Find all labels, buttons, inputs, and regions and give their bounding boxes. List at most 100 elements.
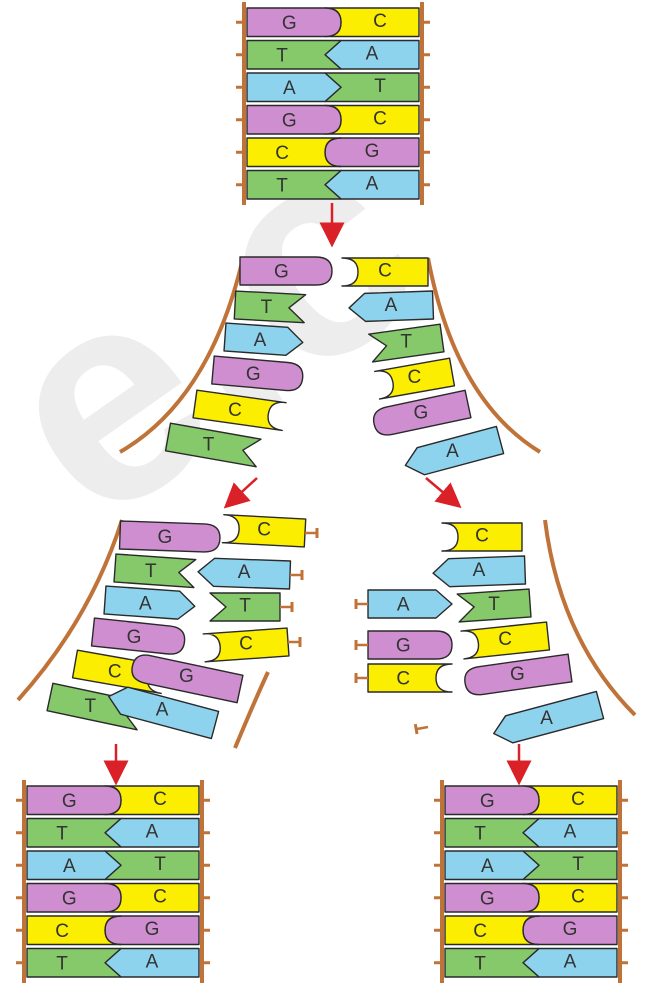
base-label: A <box>238 562 251 583</box>
base-label: T <box>374 76 386 97</box>
daughter-dna-right: CGATTACGGCAT <box>434 780 628 983</box>
base-label: C <box>378 261 392 282</box>
phosphate-stub <box>280 602 292 612</box>
base-label: C <box>239 633 253 654</box>
base-label: A <box>283 78 296 99</box>
base-label: G <box>480 791 495 812</box>
base-c: C <box>461 622 549 659</box>
base-label: G <box>282 13 297 34</box>
base-label: T <box>56 953 68 974</box>
phosphate-stub <box>356 640 368 650</box>
base-label: A <box>473 560 486 581</box>
base-label: T <box>474 823 486 844</box>
base-label: T <box>474 953 486 974</box>
base-label: A <box>366 43 379 64</box>
phosphate-stub <box>290 570 302 580</box>
base-label: C <box>473 921 487 942</box>
base-label: G <box>563 919 578 940</box>
base-g: G <box>325 138 419 167</box>
base-label: G <box>274 262 289 283</box>
phosphate-stub <box>356 673 368 683</box>
base-t: T <box>210 593 280 621</box>
base-label: C <box>257 519 271 540</box>
base-label: A <box>139 593 152 614</box>
base-c: C <box>368 664 452 692</box>
base-a: A <box>247 73 341 102</box>
base-a: A <box>105 949 199 978</box>
base-label: T <box>488 594 500 615</box>
base-label: A <box>397 595 410 616</box>
base-label: G <box>510 664 525 685</box>
base-label: A <box>146 951 159 972</box>
base-c: C <box>442 523 522 551</box>
base-g: G <box>445 884 539 913</box>
base-label: C <box>475 526 489 547</box>
base-label: C <box>373 11 387 32</box>
base-g: G <box>368 631 452 659</box>
base-a: A <box>349 291 434 322</box>
base-a: A <box>325 171 419 200</box>
base-label: G <box>246 364 261 385</box>
base-label: G <box>158 527 173 548</box>
base-g: G <box>523 916 617 945</box>
base-label: C <box>108 662 122 683</box>
base-t: T <box>457 589 531 622</box>
base-a: A <box>433 556 526 587</box>
base-label: C <box>396 669 410 690</box>
base-label: C <box>153 789 167 810</box>
base-a: A <box>27 851 121 880</box>
phosphate-stub <box>305 528 317 538</box>
base-a: A <box>198 558 291 589</box>
backbone-template <box>545 520 635 715</box>
base-label: G <box>480 888 495 909</box>
base-label: G <box>282 110 297 131</box>
base-label: T <box>145 561 157 582</box>
base-a: A <box>445 851 539 880</box>
base-label: T <box>203 435 215 456</box>
base-g: G <box>27 786 121 815</box>
base-label: C <box>153 886 167 907</box>
base-label: A <box>564 821 577 842</box>
base-g: G <box>27 884 121 913</box>
base-a: A <box>105 819 199 848</box>
base-g: G <box>240 257 332 285</box>
base-label: T <box>400 332 412 353</box>
base-label: T <box>572 854 584 875</box>
base-label: A <box>446 441 459 462</box>
base-label: A <box>156 699 169 720</box>
base-label: T <box>84 696 96 717</box>
base-g: G <box>92 618 186 655</box>
base-g: G <box>120 521 221 552</box>
base-label: A <box>254 330 267 351</box>
base-label: C <box>571 886 585 907</box>
base-label: G <box>62 791 77 812</box>
base-a: A <box>325 41 419 70</box>
base-label: G <box>127 627 142 648</box>
base-label: A <box>385 295 398 316</box>
base-label: A <box>540 708 553 729</box>
daughter-dna-left: CGATTACGGCAT <box>16 780 210 983</box>
base-label: A <box>63 856 76 877</box>
base-a: A <box>523 819 617 848</box>
base-label: G <box>179 666 194 687</box>
base-label: G <box>396 636 411 657</box>
base-label: G <box>145 919 160 940</box>
base-label: C <box>498 629 512 650</box>
base-t: T <box>114 554 196 588</box>
phosphate-stub <box>415 722 429 734</box>
base-label: T <box>154 854 166 875</box>
base-g: G <box>247 8 341 37</box>
base-label: A <box>366 173 379 194</box>
replicating-left-strand: GTAGCTCATCGA <box>18 515 317 748</box>
base-label: T <box>261 297 273 318</box>
base-g: G <box>445 786 539 815</box>
base-label: C <box>55 921 69 942</box>
base-a: A <box>368 590 452 618</box>
base-label: A <box>564 951 577 972</box>
base-label: A <box>146 821 159 842</box>
base-label: G <box>62 888 77 909</box>
base-label: G <box>365 141 380 162</box>
base-a: A <box>490 691 603 747</box>
